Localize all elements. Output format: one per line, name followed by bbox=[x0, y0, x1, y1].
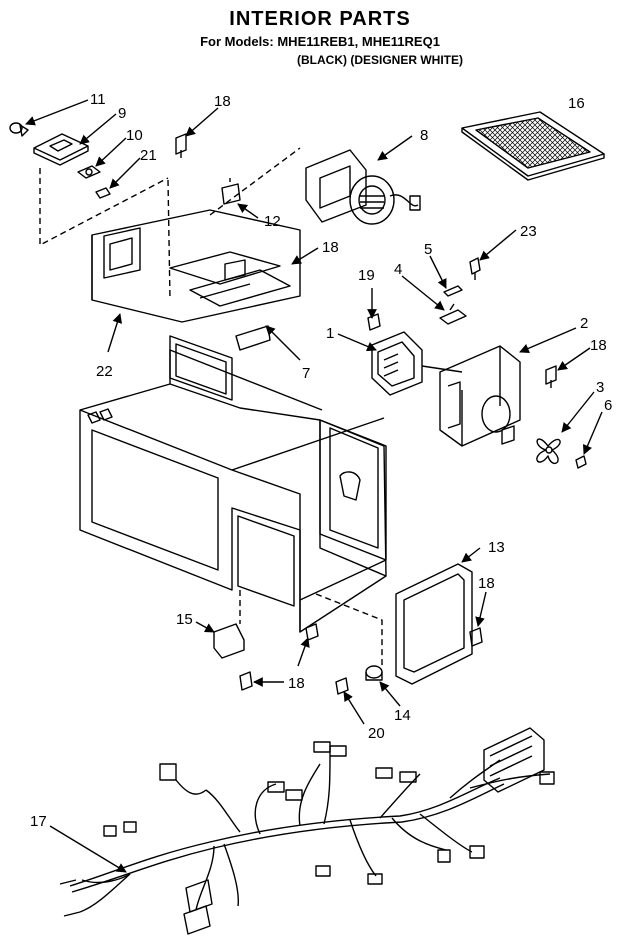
callout-13: 13 bbox=[488, 539, 505, 556]
callout-4: 4 bbox=[394, 261, 402, 278]
part-2-fan-housing bbox=[439, 345, 521, 447]
callout-labels: 11 9 10 21 18 8 16 12 18 23 5 4 19 22 7 … bbox=[30, 91, 612, 830]
part-23-screw bbox=[469, 257, 481, 280]
callout-20: 20 bbox=[368, 725, 385, 742]
callout-18-bottom: 18 bbox=[288, 675, 305, 692]
part-17-wire-harness bbox=[59, 727, 555, 935]
diagram-title: INTERIOR PARTS bbox=[229, 8, 411, 30]
leader-dashed-assembly bbox=[167, 179, 171, 301]
part-6-nut bbox=[575, 455, 587, 469]
oven-cavity bbox=[79, 349, 387, 633]
part-18-screw-seal bbox=[469, 627, 483, 647]
part-14-switch bbox=[365, 665, 383, 681]
part-4-bracket bbox=[439, 303, 467, 325]
cavity-cover-panel bbox=[169, 335, 233, 401]
callout-5: 5 bbox=[424, 241, 432, 258]
callout-12: 12 bbox=[264, 213, 281, 230]
part-21-screw bbox=[95, 187, 111, 199]
callout-18-right: 18 bbox=[590, 337, 607, 354]
part-3-fan-blade bbox=[536, 438, 561, 465]
part-12-clip bbox=[221, 178, 241, 205]
part-18-screw-right bbox=[545, 365, 557, 388]
part-1-motor bbox=[371, 331, 463, 396]
part-8-fan-motor bbox=[305, 149, 421, 225]
callout-16: 16 bbox=[568, 95, 585, 112]
part-13-door-seal bbox=[395, 563, 473, 685]
part-10-thermal-cutout bbox=[77, 165, 101, 179]
callout-2: 2 bbox=[580, 315, 588, 332]
callout-6: 6 bbox=[604, 397, 612, 414]
colors-line: (BLACK) (DESIGNER WHITE) bbox=[297, 53, 463, 67]
leader-dashed-8 bbox=[209, 147, 301, 216]
callout-18-middle: 18 bbox=[322, 239, 339, 256]
callout-23: 23 bbox=[520, 223, 537, 240]
part-7-waveguide-bracket bbox=[91, 209, 301, 351]
callout-11: 11 bbox=[90, 91, 106, 108]
part-19-screw bbox=[367, 313, 381, 331]
leader-dashed-9 bbox=[39, 168, 169, 246]
callout-19: 19 bbox=[358, 267, 375, 284]
part-9-bracket bbox=[33, 133, 89, 166]
callout-3: 3 bbox=[596, 379, 604, 396]
callout-22: 22 bbox=[96, 363, 113, 380]
callout-17: 17 bbox=[30, 813, 47, 830]
callout-8: 8 bbox=[420, 127, 428, 144]
part-18-screw-mid bbox=[305, 623, 319, 641]
callout-10: 10 bbox=[126, 127, 143, 144]
leader-lines bbox=[25, 99, 603, 873]
callout-7: 7 bbox=[302, 365, 310, 382]
cavity-side-panel bbox=[319, 419, 387, 561]
part-18-screw-top bbox=[175, 133, 187, 158]
callout-15: 15 bbox=[176, 611, 193, 628]
part-16-grease-filter bbox=[461, 111, 605, 181]
callout-1: 1 bbox=[326, 325, 334, 342]
part-15-bracket bbox=[213, 590, 245, 659]
callout-14: 14 bbox=[394, 707, 411, 724]
callout-18-top: 18 bbox=[214, 93, 231, 110]
part-5-pin bbox=[443, 285, 463, 297]
callout-21: 21 bbox=[140, 147, 157, 164]
part-20-screw bbox=[335, 677, 349, 695]
models-line: For Models: MHE11REB1, MHE11REQ1 bbox=[200, 34, 440, 49]
leader-dashed-13 bbox=[315, 593, 383, 668]
part-18-screw-bottom bbox=[239, 671, 253, 691]
callout-18-seal: 18 bbox=[478, 575, 495, 592]
callout-9: 9 bbox=[118, 105, 126, 122]
part-11-screw bbox=[9, 122, 29, 137]
